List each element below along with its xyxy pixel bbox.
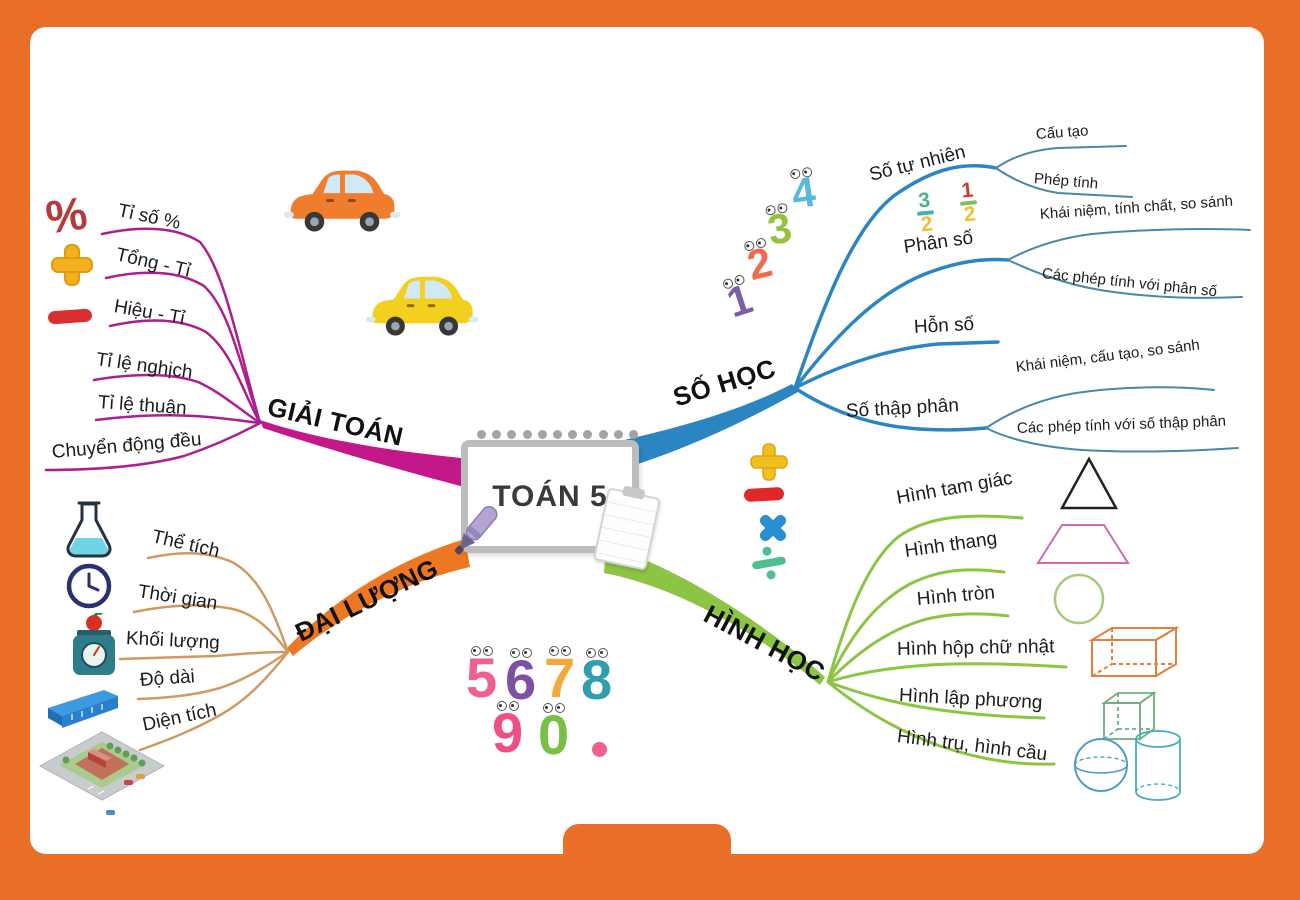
orange-car-icon <box>283 170 401 232</box>
frame-bottom-tab <box>563 824 731 855</box>
plus-icon <box>750 443 788 481</box>
whiteboard <box>30 27 1264 854</box>
subtopic-hon-so: Hỗn số <box>913 313 975 338</box>
clock-icon <box>66 563 112 609</box>
digit-7: 7 <box>544 646 576 709</box>
ruler-icon <box>48 690 118 728</box>
divide-icon <box>752 546 786 580</box>
yellow-car-icon <box>365 276 479 336</box>
flask-icon <box>66 501 112 558</box>
city-map-icon <box>38 731 166 815</box>
digit-6: 6 <box>505 648 537 711</box>
multiply-icon <box>759 514 787 542</box>
circle-shape-icon <box>1053 573 1105 625</box>
trapezoid-shape-icon <box>1036 524 1130 564</box>
digit-8: 8 <box>581 648 613 711</box>
kitchen-scale-icon <box>73 613 115 675</box>
digit-0: 0 <box>538 703 570 766</box>
triangle-shape-icon <box>1059 456 1119 510</box>
subtopic-hinh-hop-chu-nhat: Hình hộp chữ nhật <box>896 636 1055 660</box>
dot-buddy-icon <box>592 742 607 757</box>
cylinder-shape-icon <box>1135 730 1181 801</box>
cube-shape-icon <box>1101 691 1157 741</box>
minus-icon <box>743 486 785 503</box>
percent-icon: % <box>42 186 91 244</box>
sphere-shape-icon <box>1074 738 1128 792</box>
rectangular-box-shape-icon <box>1088 626 1180 678</box>
subtopic-do-dai: Độ dài <box>139 666 196 691</box>
plus-icon <box>51 244 93 286</box>
digit-9: 9 <box>492 701 524 764</box>
digit-5: 5 <box>466 646 498 709</box>
notepad-spiral-dots <box>477 430 638 439</box>
pen-icon <box>454 505 498 555</box>
center-topic-title: TOÁN 5 <box>492 479 608 513</box>
